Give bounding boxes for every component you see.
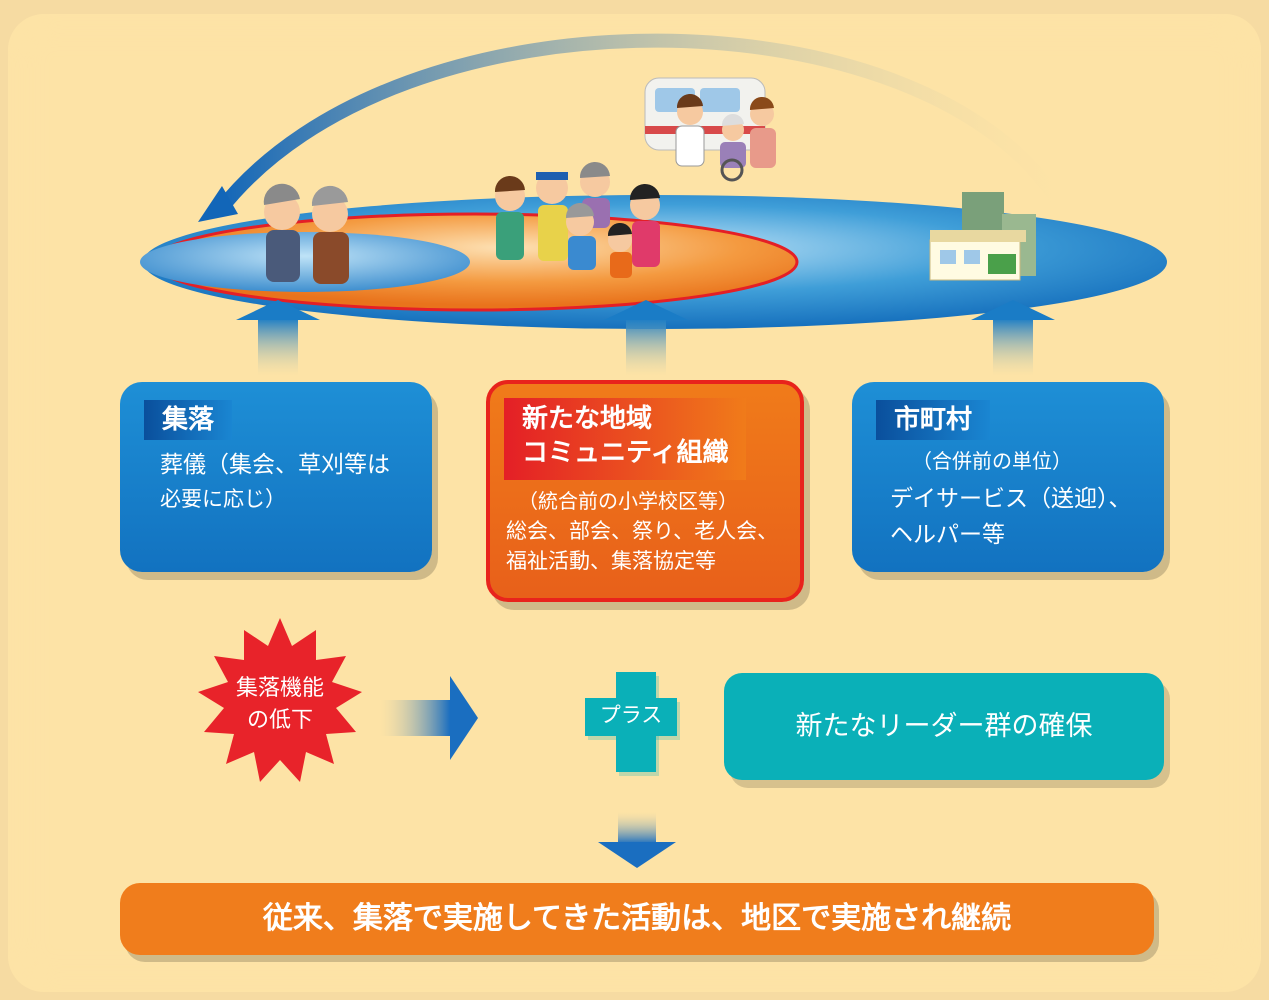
up-arrow-right — [971, 300, 1055, 376]
municipal-building-illustration — [929, 192, 1036, 281]
community-box: 新たな地域 コミュニティ組織 （統合前の小学校区等） 総会、部会、祭り、老人会、… — [486, 380, 804, 602]
municipality-box-title: 市町村 — [876, 400, 991, 440]
village-box-line2: 必要に応じ） — [160, 487, 286, 511]
municipality-box: 市町村 （合併前の単位） デイサービス（送迎）、 ヘルパー等 — [852, 382, 1164, 572]
community-box-sub: （統合前の小学校区等） — [518, 489, 738, 513]
plus-label: プラス — [599, 703, 663, 727]
village-ellipse — [140, 232, 470, 292]
up-arrow-left — [236, 300, 320, 376]
community-title-line1: 新たな地域 — [522, 404, 653, 434]
conclusion-banner: 従来、集落で実施してきた活動は、地区で実施され継続 — [120, 883, 1154, 955]
municipality-box-line2: ヘルパー等 — [890, 522, 1005, 548]
community-box-line1: 総会、部会、祭り、老人会、 — [506, 519, 779, 543]
up-arrow-center — [604, 300, 688, 376]
plus-sign — [585, 672, 680, 776]
elderly-men-illustration — [263, 183, 349, 284]
decline-burst-text: 集落機能 の低下 — [196, 673, 364, 737]
down-arrow — [598, 812, 676, 868]
village-box: 集落 葬儀（集会、草刈等は 必要に応じ） — [120, 382, 432, 572]
municipality-box-sub: （合併前の単位） — [912, 449, 1072, 473]
community-box-line2: 福祉活動、集落協定等 — [506, 549, 716, 573]
community-people-illustration — [494, 161, 660, 278]
municipality-box-line1: デイサービス（送迎）、 — [890, 486, 1132, 512]
community-box-title: 新たな地域 コミュニティ組織 — [504, 398, 747, 480]
return-arc-arrow — [214, 33, 1066, 215]
arc-arrow-head — [198, 186, 238, 222]
new-leaders-box: 新たなリーダー群の確保 — [724, 673, 1164, 780]
decline-burst — [198, 618, 362, 782]
village-box-line1: 葬儀（集会、草刈等は — [160, 452, 390, 478]
burst-line2: の低下 — [246, 708, 313, 733]
community-title-line2: コミュニティ組織 — [522, 438, 729, 468]
right-arrow — [380, 676, 478, 760]
day-service-illustration — [644, 77, 776, 182]
burst-line1: 集落機能 — [235, 676, 324, 701]
village-box-title: 集落 — [144, 400, 233, 440]
